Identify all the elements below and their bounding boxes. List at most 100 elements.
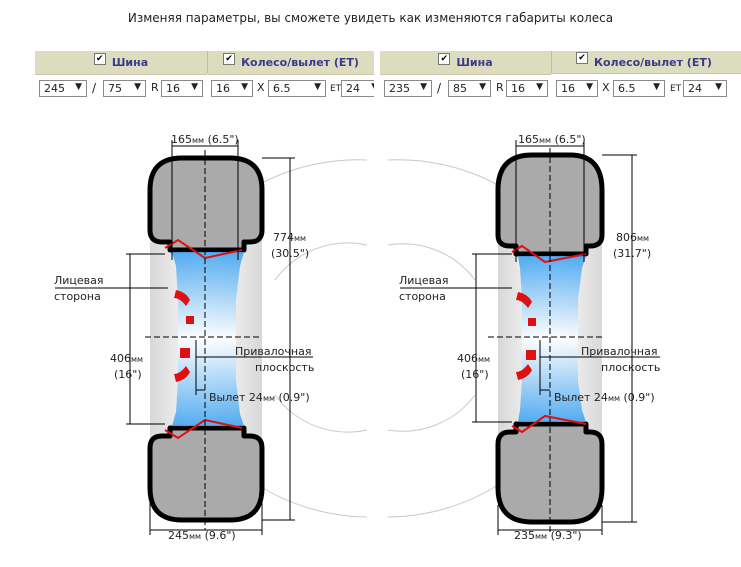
chevron-down-icon: ▼ [586, 82, 593, 92]
slash-separator: / [437, 81, 442, 95]
unit: мм [478, 355, 491, 364]
tire-top-section [147, 155, 265, 253]
select-value: 16 [216, 82, 230, 95]
right-tire-width-label: 235мм (9.3") [514, 529, 582, 544]
right-tire-width-select[interactable]: 235▼ [384, 80, 432, 97]
rim-disc [172, 252, 244, 426]
left-tire-checkbox[interactable]: ✔ [93, 52, 106, 65]
chevron-down-icon: ▼ [75, 82, 82, 92]
right-rim-width-select[interactable]: 6.5 ▼ [613, 80, 665, 97]
chevron-down-icon: ▼ [653, 82, 660, 92]
unit: мм [294, 234, 307, 243]
left-offset-label: Вылет 24мм (0.9") [209, 391, 310, 406]
select-value: 16 [561, 82, 575, 95]
right-wheel-checkbox[interactable]: ✔ [576, 52, 588, 64]
r-label: R [151, 81, 159, 94]
right-face-side-label-2: сторона [399, 290, 446, 303]
left-tire-width-select[interactable]: 245 ▼ [39, 80, 87, 97]
right-face-side-label-1: Лицевая [399, 274, 449, 287]
right-mount-plane-label-2: плоскость [601, 361, 661, 374]
value: 806 [616, 231, 637, 244]
right-parameters-panel: ✔ Шина ✔ Колесо/вылет (ET) 235▼ / 85▼ R … [380, 51, 741, 101]
slash-separator: / [92, 81, 97, 95]
side-view-circles [257, 159, 499, 518]
left-rim-width-select[interactable]: 6.5 ▼ [268, 80, 326, 97]
left-rim-diameter-select[interactable]: 16▼ [211, 80, 253, 97]
value-inches: (9.6") [204, 529, 236, 542]
value: 165 [518, 133, 539, 146]
right-tire-diameter-select[interactable]: 16▼ [506, 80, 548, 97]
select-value: 16 [166, 82, 180, 95]
select-value: 16 [511, 82, 525, 95]
tire-bottom-section [147, 425, 265, 523]
unit: мм [607, 394, 621, 403]
et-label: ET [670, 84, 682, 94]
select-value: 245 [44, 82, 65, 95]
right-rim-diameter-inches: (16") [461, 368, 489, 381]
left-et-select[interactable]: 24 ▼ [341, 80, 374, 97]
right-rim-diameter-label: 406мм [457, 352, 490, 367]
select-value: 6.5 [273, 82, 291, 95]
chevron-down-icon: ▼ [191, 82, 198, 92]
left-wheel-header-label: Колесо/вылет (ET) [241, 56, 359, 69]
page-caption: Изменяя параметры, вы сможете увидеть ка… [127, 11, 614, 25]
left-face-side-label-1: Лицевая [54, 274, 104, 287]
chevron-down-icon: ▼ [314, 82, 321, 92]
value: 235 [514, 529, 535, 542]
left-tire-width-label: 245мм (9.6") [168, 529, 236, 544]
right-tire-profile-select[interactable]: 85 ▼ [448, 80, 491, 97]
et-label: ET [330, 84, 342, 94]
rim-disc [518, 256, 586, 422]
value: 406 [110, 352, 131, 365]
select-value: 24 [688, 82, 702, 95]
left-overall-diameter-label: 774мм [273, 231, 306, 246]
unit: мм [131, 355, 144, 364]
left-mount-plane-label-2: плоскость [255, 361, 315, 374]
value-inches: (9.3") [550, 529, 582, 542]
unit: мм [535, 532, 548, 541]
left-wheel-checkbox[interactable]: ✔ [223, 52, 236, 65]
left-tire-header: ✔ Шина [35, 51, 207, 75]
left-tire-profile-select[interactable]: 75 ▼ [103, 80, 146, 97]
select-value: 235 [389, 82, 410, 95]
chevron-down-icon: ▼ [479, 82, 486, 92]
right-rim-width-label: 165мм (6.5") [518, 133, 586, 148]
chevron-down-icon: ▼ [371, 82, 374, 92]
select-value: 85 [453, 82, 467, 95]
select-value: 6.5 [618, 82, 636, 95]
unit: мм [189, 532, 202, 541]
left-tire-header-label: Шина [111, 56, 149, 69]
left-wheel-cross-section [55, 140, 313, 535]
left-parameters-panel: ✔ Шина ✔ Колесо/вылет (ET) 245▼ / 75▼ R … [35, 51, 374, 101]
value-inches: (6.5") [207, 133, 239, 146]
left-rim-diameter-label: 406мм [110, 352, 143, 367]
select-value: 75 [108, 82, 122, 95]
header-divider [207, 51, 208, 74]
chevron-down-icon: ▼ [715, 82, 722, 92]
unit: мм [192, 136, 205, 145]
left-rim-diameter-inches: (16") [114, 368, 142, 381]
right-tire-checkbox[interactable]: ✔ [438, 52, 451, 65]
value: 406 [457, 352, 478, 365]
x-label: X [257, 81, 265, 94]
right-et-select[interactable]: 24 ▼ [683, 80, 727, 97]
left-mount-plane-label-1: Привалочная [235, 345, 312, 358]
value-inches: (0.9") [278, 391, 310, 404]
right-wheel-header-label: Колесо/вылет (ET) [594, 55, 712, 69]
left-overall-diameter-inches: (30.5") [271, 247, 310, 260]
left-tire-diameter-select[interactable]: 16 ▼ [161, 80, 203, 97]
chevron-down-icon: ▼ [134, 82, 141, 92]
right-overall-diameter-inches: (31.7") [613, 247, 652, 260]
select-value: 24 [346, 82, 360, 95]
value: 165 [171, 133, 192, 146]
right-tire-header: ✔ Шина [380, 51, 551, 75]
right-rim-diameter-select[interactable]: 16 ▼ [556, 80, 598, 97]
left-face-side-label-2: сторона [54, 290, 101, 303]
right-wheel-cross-section [400, 140, 660, 535]
x-label: X [602, 81, 610, 94]
value-inches: (0.9") [623, 391, 655, 404]
right-mount-plane-label-1: Привалочная [581, 345, 658, 358]
header-divider [551, 51, 552, 74]
r-label: R [496, 81, 504, 94]
